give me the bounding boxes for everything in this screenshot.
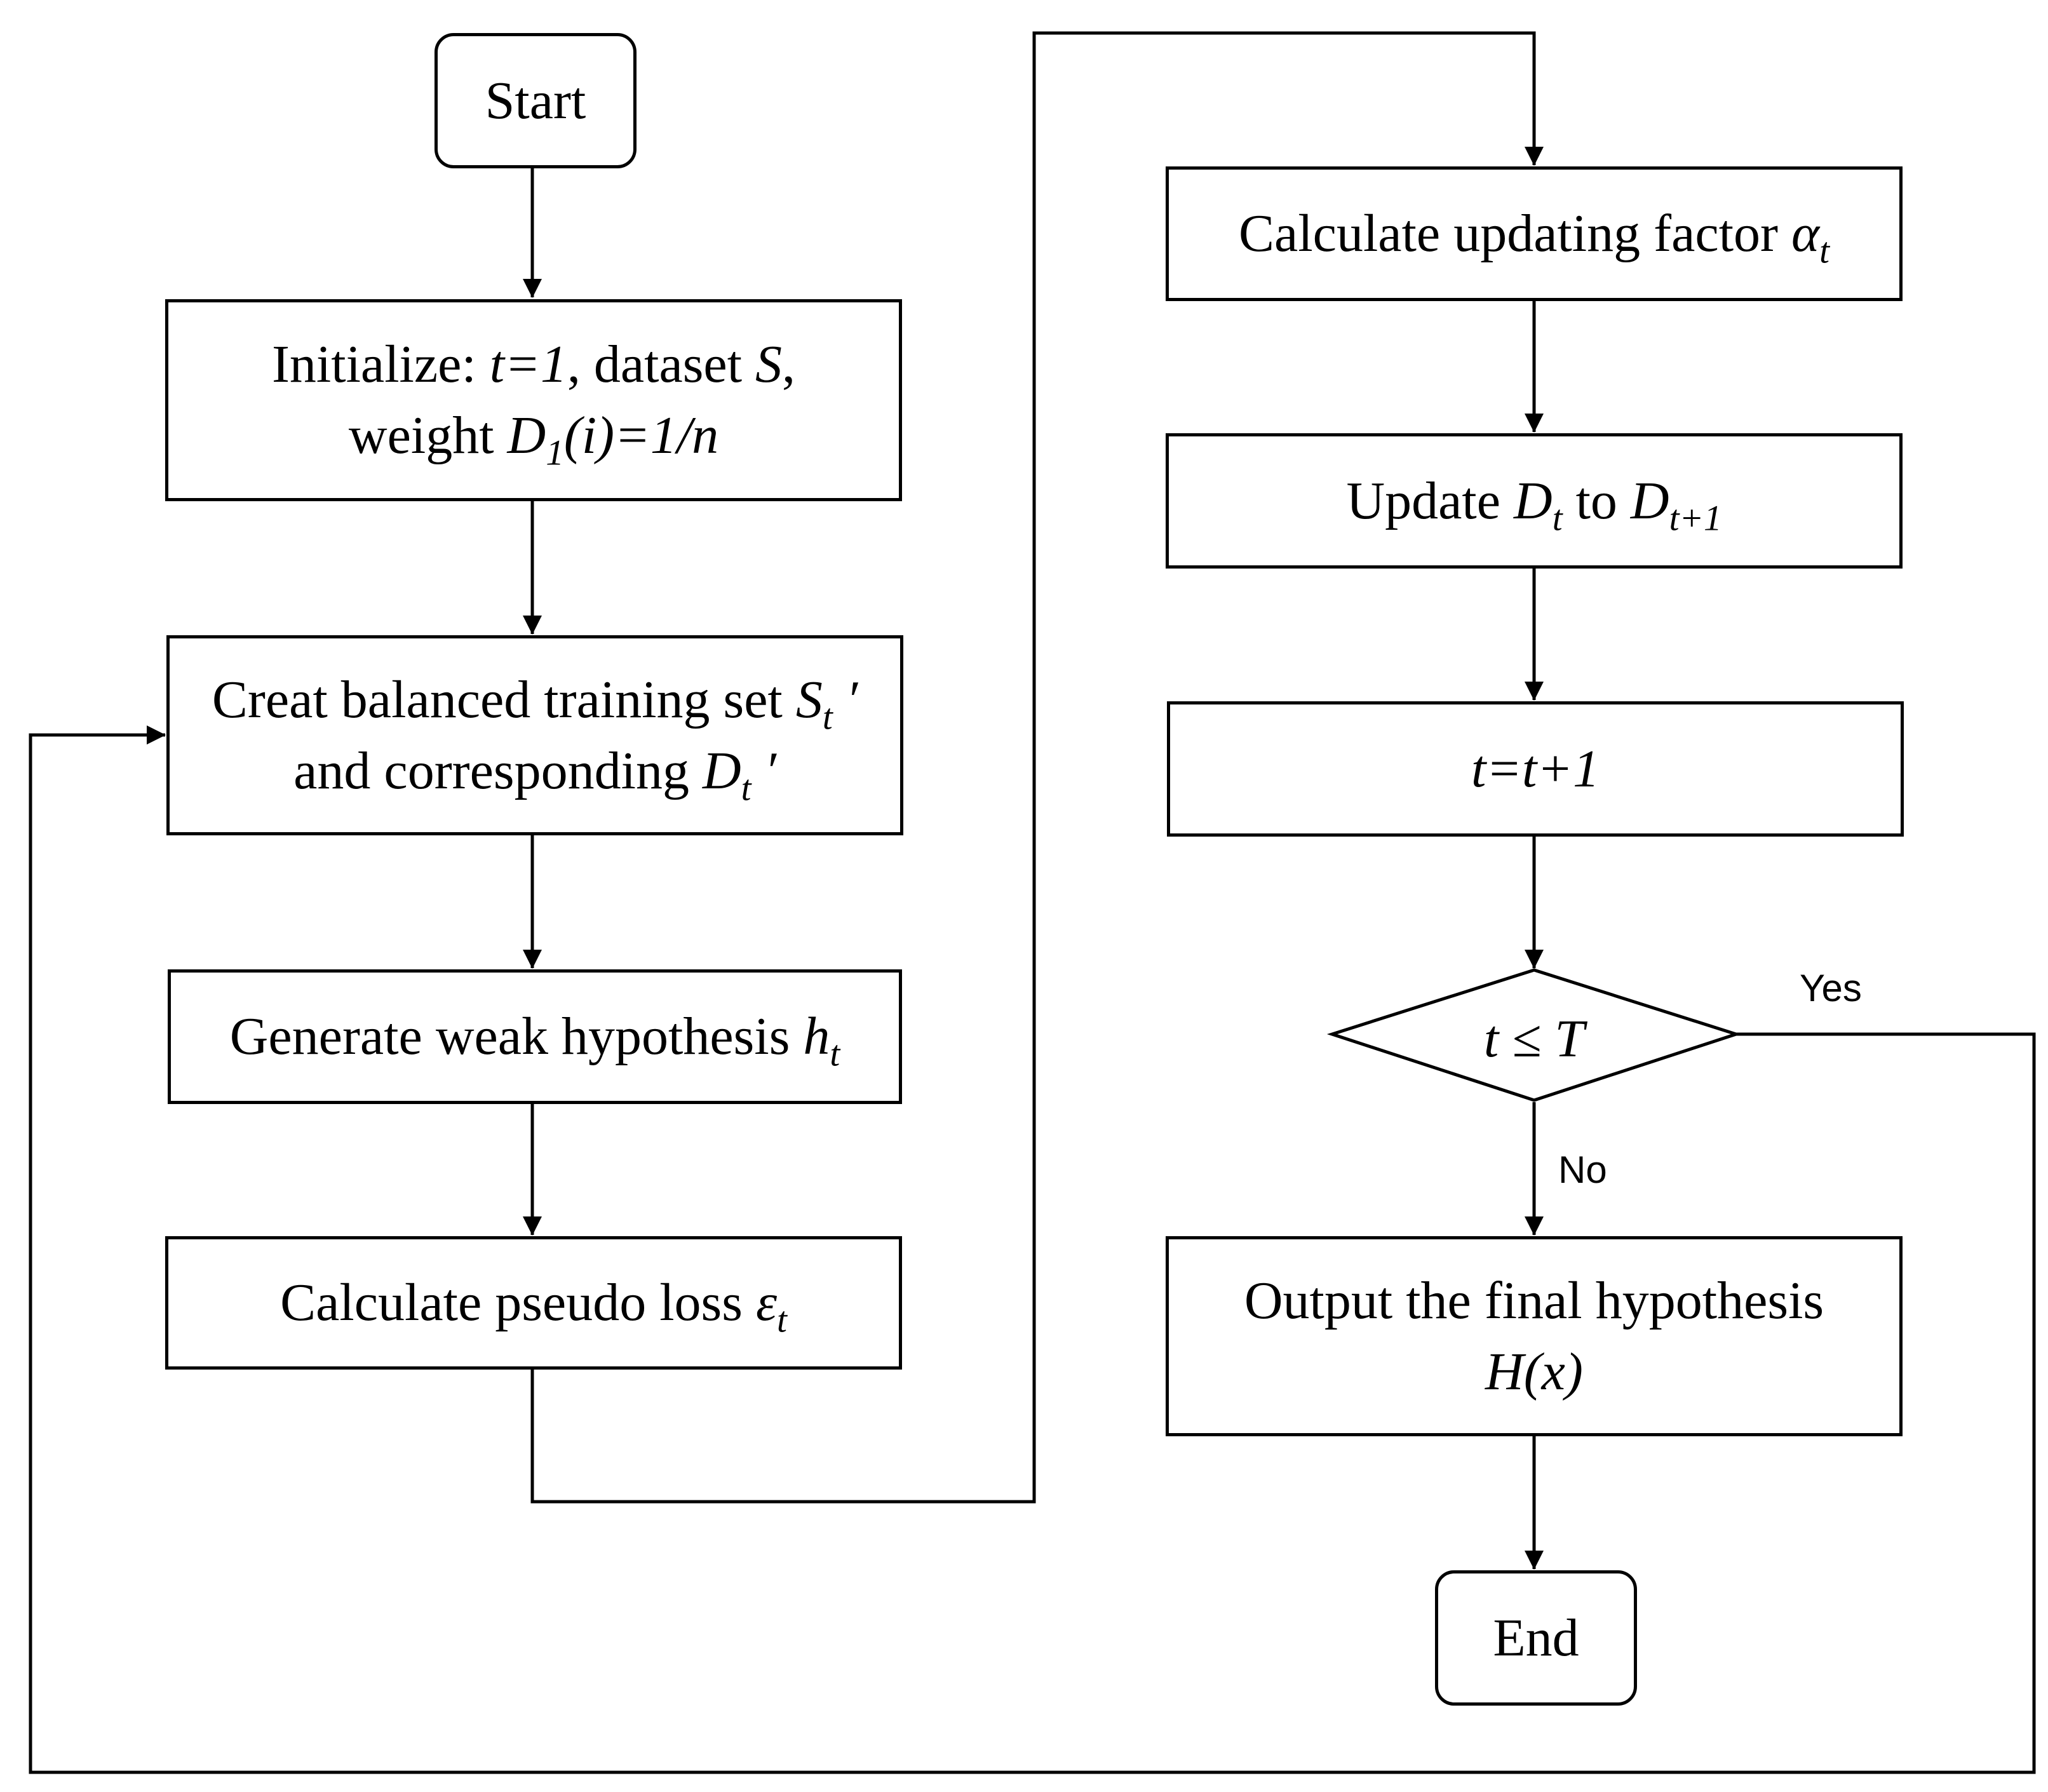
increment-box: t=t+1 — [1167, 701, 1904, 837]
output-hypothesis-box: Output the final hypothesis H(x) — [1166, 1236, 1903, 1436]
alpha-symbol: α — [1791, 204, 1820, 263]
no-label: No — [1558, 1149, 1607, 1191]
update-distribution-line: Update Dt to Dt+1 — [1346, 466, 1721, 537]
weak-hypothesis-box: Generate weak hypothesis ht — [168, 969, 902, 1104]
hypothesis-subscript: t — [830, 1034, 840, 1074]
dataset-text: , dataset — [567, 335, 756, 394]
connector-loss-to-factor — [530, 31, 1544, 1504]
loop-yes-back-to-balanced — [29, 725, 2036, 1774]
epsilon-subscript: t — [777, 1300, 787, 1340]
distribution-next-symbol: D — [1630, 471, 1669, 530]
decision-label: t ≤ T — [1483, 1009, 1585, 1068]
weight-symbol: D — [507, 406, 546, 465]
updating-factor-line: Calculate updating factor αt — [1239, 198, 1829, 269]
end-node: End — [1435, 1570, 1637, 1706]
training-set-subscript: t — [822, 696, 833, 737]
increment-label: t=t+1 — [1471, 739, 1600, 798]
pseudo-loss-box: Calculate pseudo loss εt — [165, 1236, 902, 1370]
start-label: Start — [485, 71, 586, 130]
weak-hypothesis-line: Generate weak hypothesis ht — [230, 1001, 840, 1072]
distribution-current-subscript: t — [1552, 497, 1563, 538]
weight-text: weight — [348, 406, 508, 465]
balanced-set-box: Creat balanced training set St ′ and cor… — [166, 635, 903, 835]
weak-hypothesis-text: Generate weak hypothesis — [229, 1007, 804, 1066]
initialize-prefix: Initialize: — [271, 335, 490, 394]
hypothesis-symbol: h — [803, 1007, 830, 1066]
t-init-expression: t=1 — [489, 335, 567, 394]
alpha-subscript: t — [1819, 231, 1829, 271]
yes-label: Yes — [1800, 967, 1862, 1009]
pseudo-loss-text: Calculate pseudo loss — [280, 1273, 756, 1332]
distribution-symbol: D — [702, 741, 741, 800]
output-line-1: Output the final hypothesis — [1244, 1270, 1824, 1330]
epsilon-symbol: ε — [755, 1273, 778, 1332]
weight-subscript: 1 — [546, 433, 564, 473]
balanced-line-2: and corresponding Dt ′ — [293, 736, 776, 807]
training-set-symbol: S — [795, 670, 823, 729]
output-line-2: H(x) — [1485, 1342, 1583, 1401]
balanced-prefix: Creat balanced training set — [212, 670, 796, 729]
distribution-next-subscript: t+1 — [1669, 497, 1722, 538]
distribution-current-symbol: D — [1514, 471, 1553, 530]
initialize-line-2: weight D1(i)=1/n — [349, 400, 718, 471]
initialize-comma: , — [782, 335, 796, 394]
dataset-symbol: S — [755, 335, 783, 394]
balanced-line-1: Creat balanced training set St ′ — [212, 664, 858, 736]
distribution-subscript: t — [741, 767, 751, 808]
update-text: Update — [1346, 471, 1514, 530]
end-label: End — [1493, 1608, 1579, 1667]
training-set-prime: ′ — [832, 670, 858, 729]
distribution-prime: ′ — [751, 741, 776, 800]
update-to-text: to — [1562, 471, 1631, 530]
updating-factor-text: Calculate updating factor — [1239, 204, 1791, 263]
start-node: Start — [435, 33, 637, 168]
corresponding-text: and corresponding — [293, 741, 703, 800]
pseudo-loss-line: Calculate pseudo loss εt — [280, 1267, 787, 1338]
weight-expression: (i)=1/n — [563, 406, 719, 465]
updating-factor-box: Calculate updating factor αt — [1166, 166, 1903, 301]
initialize-box: Initialize: t=1, dataset S, weight D1(i)… — [165, 299, 902, 501]
update-distribution-box: Update Dt to Dt+1 — [1166, 433, 1903, 569]
decision-diamond — [1326, 968, 1742, 1102]
initialize-line-1: Initialize: t=1, dataset S, — [272, 329, 795, 400]
